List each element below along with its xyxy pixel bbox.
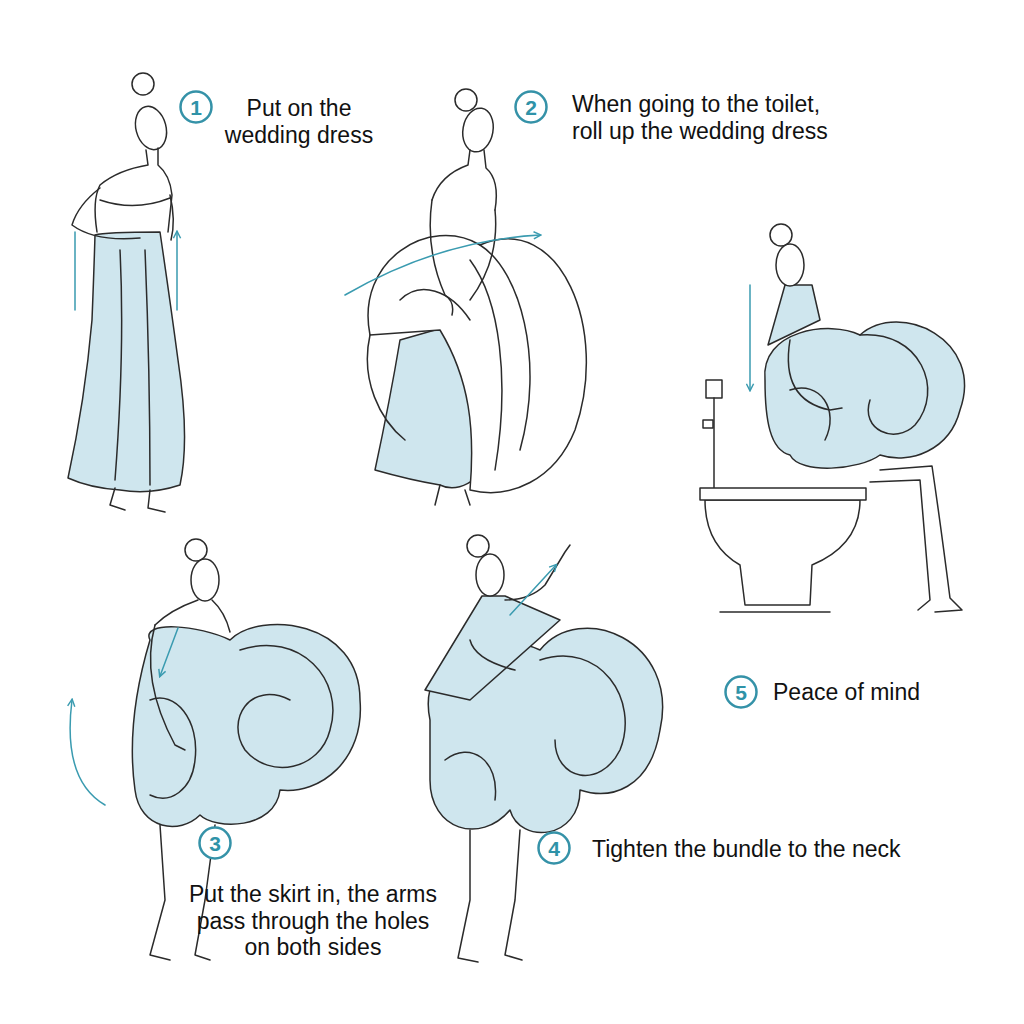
step-caption: Put the skirt in, the arms pass through … <box>184 881 442 961</box>
step-number-circle: 3 <box>198 826 232 860</box>
hair-bun <box>455 89 477 111</box>
skirt-fold <box>367 245 530 470</box>
hair-bun <box>770 224 792 246</box>
up-arrow <box>75 232 177 310</box>
head <box>776 244 804 286</box>
step-number: 3 <box>209 833 221 854</box>
head <box>459 106 496 155</box>
rolled-skirt <box>368 236 586 493</box>
flush-pipe <box>713 398 715 490</box>
step-number-circle: 4 <box>537 831 571 865</box>
dress <box>68 232 185 492</box>
circle-shape <box>200 828 231 859</box>
step-number: 4 <box>548 838 560 859</box>
circle-shape <box>539 833 570 864</box>
circle-shape <box>726 677 757 708</box>
step-caption: When going to the toilet, roll up the we… <box>572 91 847 144</box>
step-number-circle: 5 <box>724 675 758 709</box>
arm-arrow <box>160 628 178 676</box>
figure-step-1 <box>68 73 185 512</box>
hair-bun <box>467 535 489 557</box>
hair-bun <box>185 539 207 561</box>
torso <box>95 148 172 232</box>
step-caption: Put on the wedding dress <box>218 95 380 148</box>
figure-step-5 <box>700 224 965 612</box>
step-number-circle: 1 <box>179 90 213 124</box>
skirt-bundle <box>765 322 965 468</box>
circle-shape <box>516 92 547 123</box>
step-caption: Peace of mind <box>773 679 973 706</box>
circle-shape <box>181 92 212 123</box>
figure-step-4 <box>425 535 663 962</box>
foot <box>110 488 165 512</box>
shoulder <box>155 600 230 632</box>
hair-bun <box>132 73 154 95</box>
arm <box>151 625 186 750</box>
sit-arrow <box>749 285 751 390</box>
head <box>476 554 504 596</box>
tighten-arrow <box>510 565 556 615</box>
head <box>131 103 171 153</box>
arm <box>72 188 173 240</box>
skirt-fold <box>150 645 333 798</box>
flush-knob <box>703 420 713 428</box>
skirt-bundle <box>132 624 360 826</box>
toilet-bowl <box>705 500 860 605</box>
floor-line <box>720 611 830 613</box>
step-number: 1 <box>190 97 202 118</box>
flush-valve <box>706 380 722 398</box>
lift-arrow <box>70 700 105 805</box>
foot <box>435 485 470 505</box>
step-number-circle: 2 <box>514 90 548 124</box>
skirt-fold <box>790 335 928 440</box>
arm <box>430 200 496 315</box>
leg <box>458 830 522 962</box>
step-caption: Tighten the bundle to the neck <box>592 836 932 863</box>
leg <box>870 466 962 612</box>
toilet-seat <box>700 488 866 500</box>
roll-arrow <box>345 235 540 295</box>
bundle-cape <box>425 596 560 700</box>
torso <box>432 150 496 210</box>
arm <box>470 545 570 670</box>
bundle-cape <box>768 285 820 345</box>
step-number: 2 <box>525 97 537 118</box>
figure-step-2 <box>345 89 586 505</box>
arm <box>788 340 842 410</box>
dress-fold <box>115 250 150 485</box>
step-number: 5 <box>735 682 747 703</box>
head <box>191 559 219 601</box>
